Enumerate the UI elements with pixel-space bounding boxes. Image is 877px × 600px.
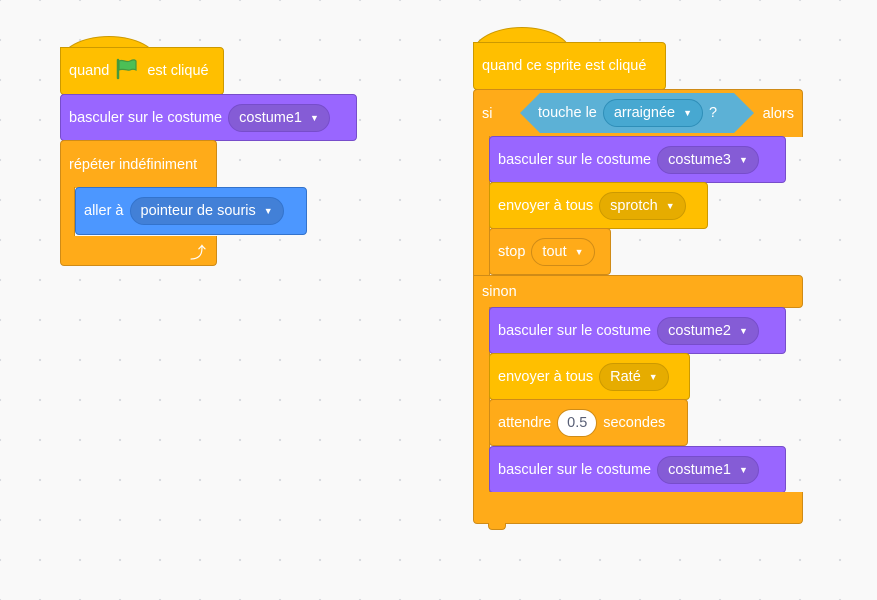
block-label: basculer sur le costume — [498, 322, 652, 339]
dropdown-value: Raté — [610, 368, 641, 385]
block-label: envoyer à tous — [498, 368, 594, 385]
switch-costume-block[interactable]: basculer sur le costume costume2 ▼ — [489, 307, 786, 354]
forever-arm — [60, 187, 75, 237]
hat-suffix: est cliqué — [147, 63, 209, 79]
caret-down-icon: ▼ — [739, 154, 748, 165]
block-label: stop — [498, 243, 526, 260]
when-flag-clicked-block[interactable]: quand est cliqué — [60, 47, 224, 95]
costume-dropdown[interactable]: costume2 ▼ — [657, 316, 759, 345]
alors-label: alors — [762, 105, 794, 122]
block-label: basculer sur le costume — [69, 109, 223, 126]
goto-target-dropdown[interactable]: pointeur de souris ▼ — [129, 197, 284, 225]
else-arm — [473, 307, 490, 495]
goto-block[interactable]: aller à pointeur de souris ▼ — [75, 187, 307, 235]
green-flag-icon — [115, 58, 139, 84]
costume-dropdown[interactable]: costume1 ▼ — [228, 103, 330, 132]
caret-down-icon: ▼ — [310, 112, 319, 123]
dropdown-value: arraignée — [613, 105, 676, 121]
wait-block[interactable]: attendre 0.5 secondes — [489, 399, 688, 446]
dropdown-value: costume2 — [668, 322, 731, 339]
dropdown-value: costume1 — [668, 461, 731, 478]
caret-down-icon: ▼ — [648, 371, 658, 382]
block-label: aller à — [84, 203, 124, 219]
caret-down-icon: ▼ — [683, 108, 693, 118]
touching-condition-block[interactable]: touche le arraignée ▼ ? — [520, 93, 754, 133]
broadcast-message-dropdown[interactable]: sprotch ▼ — [599, 191, 686, 220]
block-label: envoyer à tous — [498, 197, 594, 214]
question-mark: ? — [709, 105, 718, 121]
if-label: si — [482, 105, 493, 122]
block-label: quand ce sprite est cliqué — [482, 58, 647, 74]
stop-block[interactable]: stop tout ▼ — [489, 228, 611, 275]
touching-target-dropdown[interactable]: arraignée ▼ — [603, 99, 703, 127]
if-arm — [473, 136, 490, 276]
if-else-bottom — [473, 492, 803, 524]
caret-down-icon: ▼ — [739, 325, 748, 336]
caret-down-icon: ▼ — [665, 200, 675, 211]
broadcast-block[interactable]: envoyer à tous sprotch ▼ — [489, 182, 708, 229]
else-section: sinon — [473, 275, 803, 308]
block-label: basculer sur le costume — [498, 461, 652, 478]
broadcast-message-dropdown[interactable]: Raté ▼ — [599, 362, 669, 391]
wait-seconds-input[interactable]: 0.5 — [557, 408, 598, 437]
else-label: sinon — [482, 283, 517, 300]
forever-block[interactable]: répéter indéfiniment — [60, 140, 217, 188]
when-sprite-clicked-block[interactable]: quand ce sprite est cliqué — [473, 42, 666, 90]
stop-option-dropdown[interactable]: tout ▼ — [531, 237, 595, 266]
hat-prefix: quand — [69, 63, 110, 79]
dropdown-value: pointeur de souris — [140, 203, 256, 219]
caret-down-icon: ▼ — [263, 206, 273, 216]
block-label: répéter indéfiniment — [69, 156, 198, 173]
costume-dropdown[interactable]: costume3 ▼ — [657, 145, 759, 174]
dropdown-value: costume3 — [668, 151, 731, 168]
block-label: attendre — [498, 414, 552, 431]
condition-label: touche le — [538, 105, 597, 121]
caret-down-icon: ▼ — [739, 464, 748, 475]
dropdown-value: tout — [542, 243, 567, 260]
switch-costume-block[interactable]: basculer sur le costume costume3 ▼ — [489, 136, 786, 183]
switch-costume-block[interactable]: basculer sur le costume costume1 ▼ — [489, 446, 786, 493]
block-label: basculer sur le costume — [498, 151, 652, 168]
loop-arrow-icon: ⤴ — [189, 245, 206, 262]
bottom-notch — [488, 523, 506, 530]
dropdown-value: sprotch — [610, 197, 658, 214]
caret-down-icon: ▼ — [574, 246, 584, 257]
switch-costume-block[interactable]: basculer sur le costume costume1 ▼ — [60, 94, 357, 141]
costume-dropdown[interactable]: costume1 ▼ — [657, 455, 759, 484]
forever-bottom: ⤴ — [60, 236, 217, 266]
dropdown-value: costume1 — [239, 109, 302, 126]
broadcast-block[interactable]: envoyer à tous Raté ▼ — [489, 353, 690, 400]
block-suffix: secondes — [603, 414, 666, 431]
